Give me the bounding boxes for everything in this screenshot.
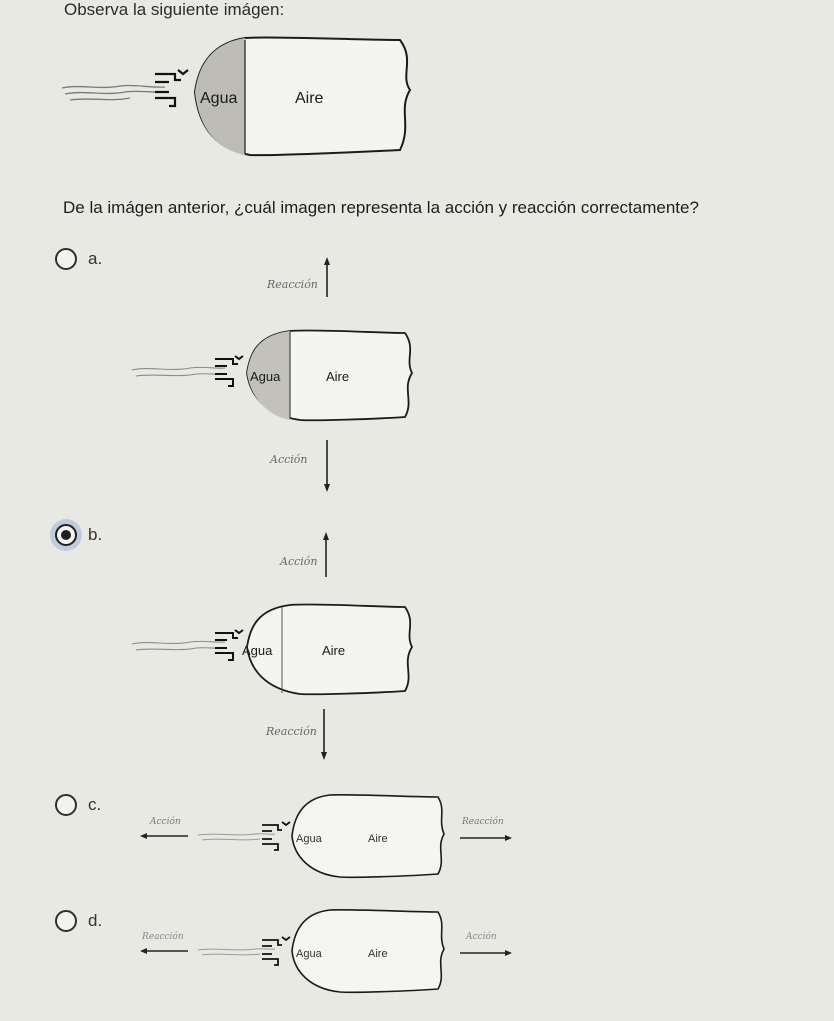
- nozzle-icon: [155, 69, 189, 108]
- bottle-figure-main: Agua Aire: [61, 36, 412, 157]
- water-jet-icon: [61, 84, 166, 101]
- arrow-up-icon: [324, 257, 330, 297]
- option-b-radio[interactable]: [55, 524, 77, 546]
- nozzle-icon: [215, 355, 244, 387]
- water-label: Agua: [296, 948, 323, 960]
- option-a-radio[interactable]: [55, 248, 77, 270]
- bottle-body: [246, 603, 414, 696]
- arrow-down-icon: [324, 440, 330, 492]
- option-c-radio[interactable]: [55, 794, 77, 816]
- water-label: Agua: [200, 90, 237, 107]
- air-label: Aire: [368, 833, 388, 845]
- reaction-label: Reacción: [141, 931, 184, 942]
- reaction-label: Reacción: [266, 278, 318, 291]
- air-label: Aire: [322, 643, 345, 658]
- water-jet-icon: [131, 366, 226, 377]
- arrow-down-icon: [321, 709, 327, 760]
- arrow-right-icon: [460, 950, 512, 956]
- option-c-figure: Acción Agua Aire Reacción: [140, 794, 512, 879]
- water-jet-icon: [131, 640, 226, 651]
- nozzle-icon: [262, 821, 291, 851]
- option-b-figure: Acción Agua Aire Reacción: [131, 532, 414, 760]
- arrow-left-icon: [140, 833, 188, 839]
- air-label: Aire: [368, 948, 388, 960]
- water-label: Agua: [242, 643, 273, 658]
- instruction-text: Observa la siguiente imágen:: [64, 0, 285, 19]
- water-jet-icon: [197, 833, 276, 841]
- option-d-figure: Reacción Agua Aire Acción: [140, 909, 512, 994]
- arrow-left-icon: [140, 948, 188, 954]
- air-label: Aire: [326, 369, 349, 384]
- action-label: Acción: [279, 555, 318, 568]
- nozzle-icon: [215, 629, 244, 661]
- reaction-label: Reacción: [265, 725, 317, 738]
- action-label: Acción: [269, 453, 308, 466]
- arrow-right-icon: [460, 835, 512, 841]
- question-text: De la imágen anterior, ¿cuál imagen repr…: [63, 198, 699, 217]
- option-d-radio[interactable]: [55, 910, 77, 932]
- reaction-label: Reacción: [461, 816, 504, 827]
- water-region: [247, 331, 290, 420]
- air-label: Aire: [295, 90, 324, 107]
- option-a-label[interactable]: a.: [88, 249, 103, 268]
- option-a-figure: Reacción Agua Aire Acción: [131, 257, 414, 492]
- bottle-body: [193, 36, 412, 157]
- action-label: Acción: [149, 816, 181, 827]
- water-region: [195, 38, 245, 155]
- water-label: Agua: [250, 369, 281, 384]
- action-label: Acción: [465, 931, 497, 942]
- option-c-label[interactable]: c.: [88, 795, 102, 814]
- option-b-label[interactable]: b.: [88, 525, 103, 544]
- bottle-body: [291, 794, 445, 879]
- arrow-up-icon: [323, 532, 329, 577]
- water-jet-icon: [197, 948, 276, 956]
- bottle-body: [291, 909, 445, 994]
- option-d-label[interactable]: d.: [88, 911, 103, 930]
- nozzle-icon: [262, 936, 291, 966]
- water-label: Agua: [296, 833, 323, 845]
